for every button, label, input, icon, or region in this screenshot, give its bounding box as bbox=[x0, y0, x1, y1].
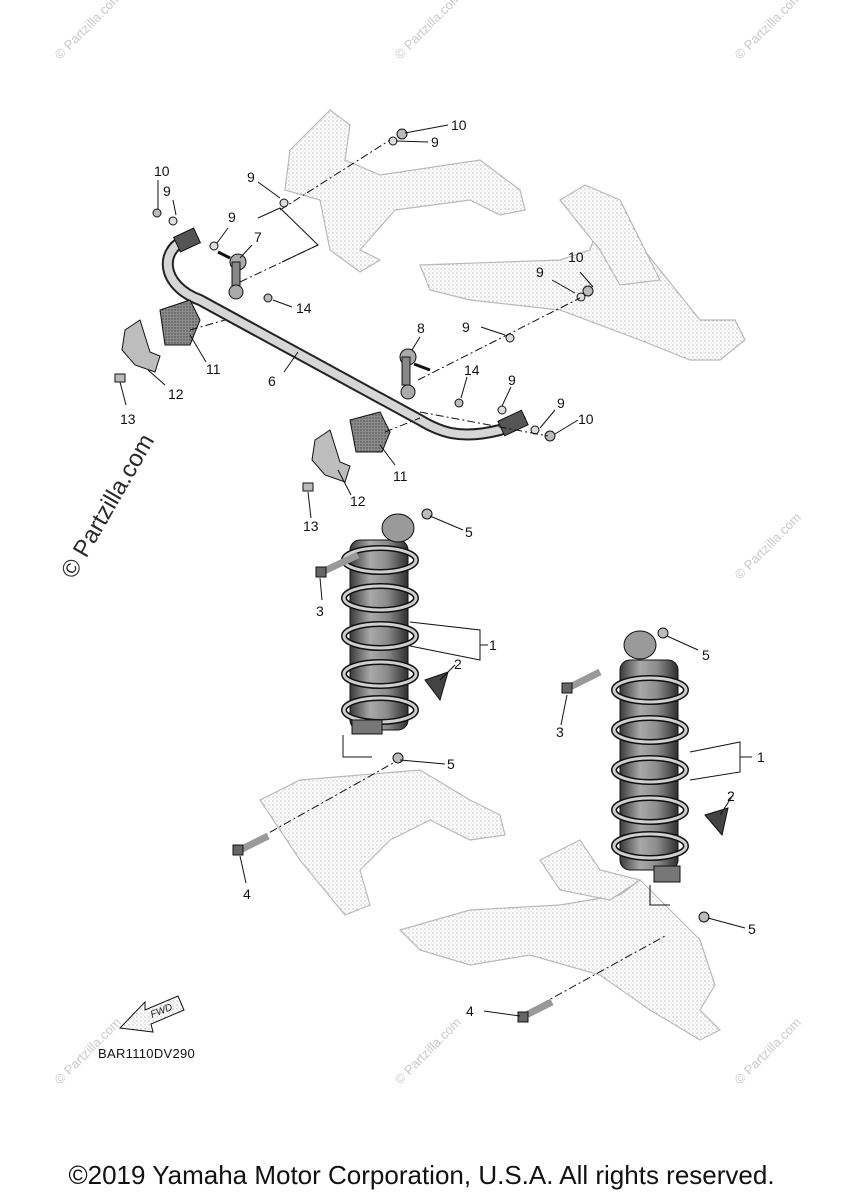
callout-14: 14 bbox=[464, 362, 480, 378]
watermark-text: © Partzilla.com bbox=[732, 0, 805, 62]
stabilizer-link-8 bbox=[399, 348, 431, 400]
callout-labels: 10 9 10 9 9 9 7 10 9 9 8 14 14 9 9 10 6 … bbox=[120, 117, 765, 1019]
watermark-large: © Partzilla.com bbox=[56, 429, 160, 583]
callout-2: 2 bbox=[454, 656, 462, 672]
callout-3: 3 bbox=[316, 603, 324, 619]
stabilizer-bar bbox=[161, 227, 529, 441]
callout-5: 5 bbox=[702, 647, 710, 663]
callout-9: 9 bbox=[462, 319, 470, 335]
callout-4: 4 bbox=[466, 1003, 474, 1019]
callout-9: 9 bbox=[431, 134, 439, 150]
callout-5: 5 bbox=[447, 756, 455, 772]
shock-absorber-right bbox=[611, 630, 729, 883]
shock-bolts bbox=[232, 508, 710, 1023]
bushing-11-left bbox=[159, 299, 201, 346]
callout-9: 9 bbox=[557, 395, 565, 411]
dimension-lines bbox=[257, 207, 670, 906]
callout-9: 9 bbox=[247, 169, 255, 185]
callout-9: 9 bbox=[508, 372, 516, 388]
callout-10: 10 bbox=[578, 411, 594, 427]
callout-5: 5 bbox=[748, 921, 756, 937]
upper-a-arm bbox=[284, 109, 746, 361]
forward-arrow-icon: FWD bbox=[118, 995, 185, 1033]
callout-10: 10 bbox=[568, 249, 584, 265]
watermark-text: © Partzilla.com bbox=[52, 0, 125, 62]
callout-6: 6 bbox=[268, 373, 276, 389]
callout-3: 3 bbox=[556, 724, 564, 740]
leader-lines bbox=[119, 124, 752, 1017]
callout-10: 10 bbox=[154, 163, 170, 179]
stabilizer-link-7 bbox=[217, 250, 247, 300]
callout-9: 9 bbox=[228, 209, 236, 225]
callout-9: 9 bbox=[163, 183, 171, 199]
callout-5: 5 bbox=[465, 524, 473, 540]
callout-14: 14 bbox=[296, 300, 312, 316]
callout-9: 9 bbox=[536, 264, 544, 280]
watermark-text: © Partzilla.com bbox=[392, 0, 465, 62]
callout-8: 8 bbox=[417, 320, 425, 336]
callout-2: 2 bbox=[727, 788, 735, 804]
callout-1: 1 bbox=[757, 749, 765, 765]
watermark-text: © Partzilla.com bbox=[392, 1015, 465, 1088]
callout-11: 11 bbox=[206, 361, 221, 377]
watermark-text: © Partzilla.com bbox=[732, 1015, 805, 1088]
copyright-notice: ©2019 Yamaha Motor Corporation, U.S.A. A… bbox=[68, 1160, 775, 1190]
lower-a-arm-right bbox=[398, 839, 722, 1041]
callout-12: 12 bbox=[168, 386, 184, 402]
callout-12: 12 bbox=[350, 493, 366, 509]
callout-4: 4 bbox=[243, 886, 251, 902]
callout-11: 11 bbox=[393, 468, 408, 484]
watermark-text: © Partzilla.com bbox=[732, 510, 805, 583]
bushing-11-right bbox=[349, 411, 391, 453]
bracket-12-left bbox=[121, 319, 161, 373]
callout-1: 1 bbox=[489, 637, 497, 653]
callout-10: 10 bbox=[451, 117, 467, 133]
diagram-code: BAR1110DV290 bbox=[98, 1046, 196, 1061]
bracket-12-right bbox=[311, 429, 351, 483]
callout-13: 13 bbox=[120, 411, 136, 427]
callout-7: 7 bbox=[254, 229, 262, 245]
callout-13: 13 bbox=[303, 518, 319, 534]
lower-a-arm-left bbox=[259, 769, 506, 916]
shock-absorber-left bbox=[341, 513, 449, 735]
